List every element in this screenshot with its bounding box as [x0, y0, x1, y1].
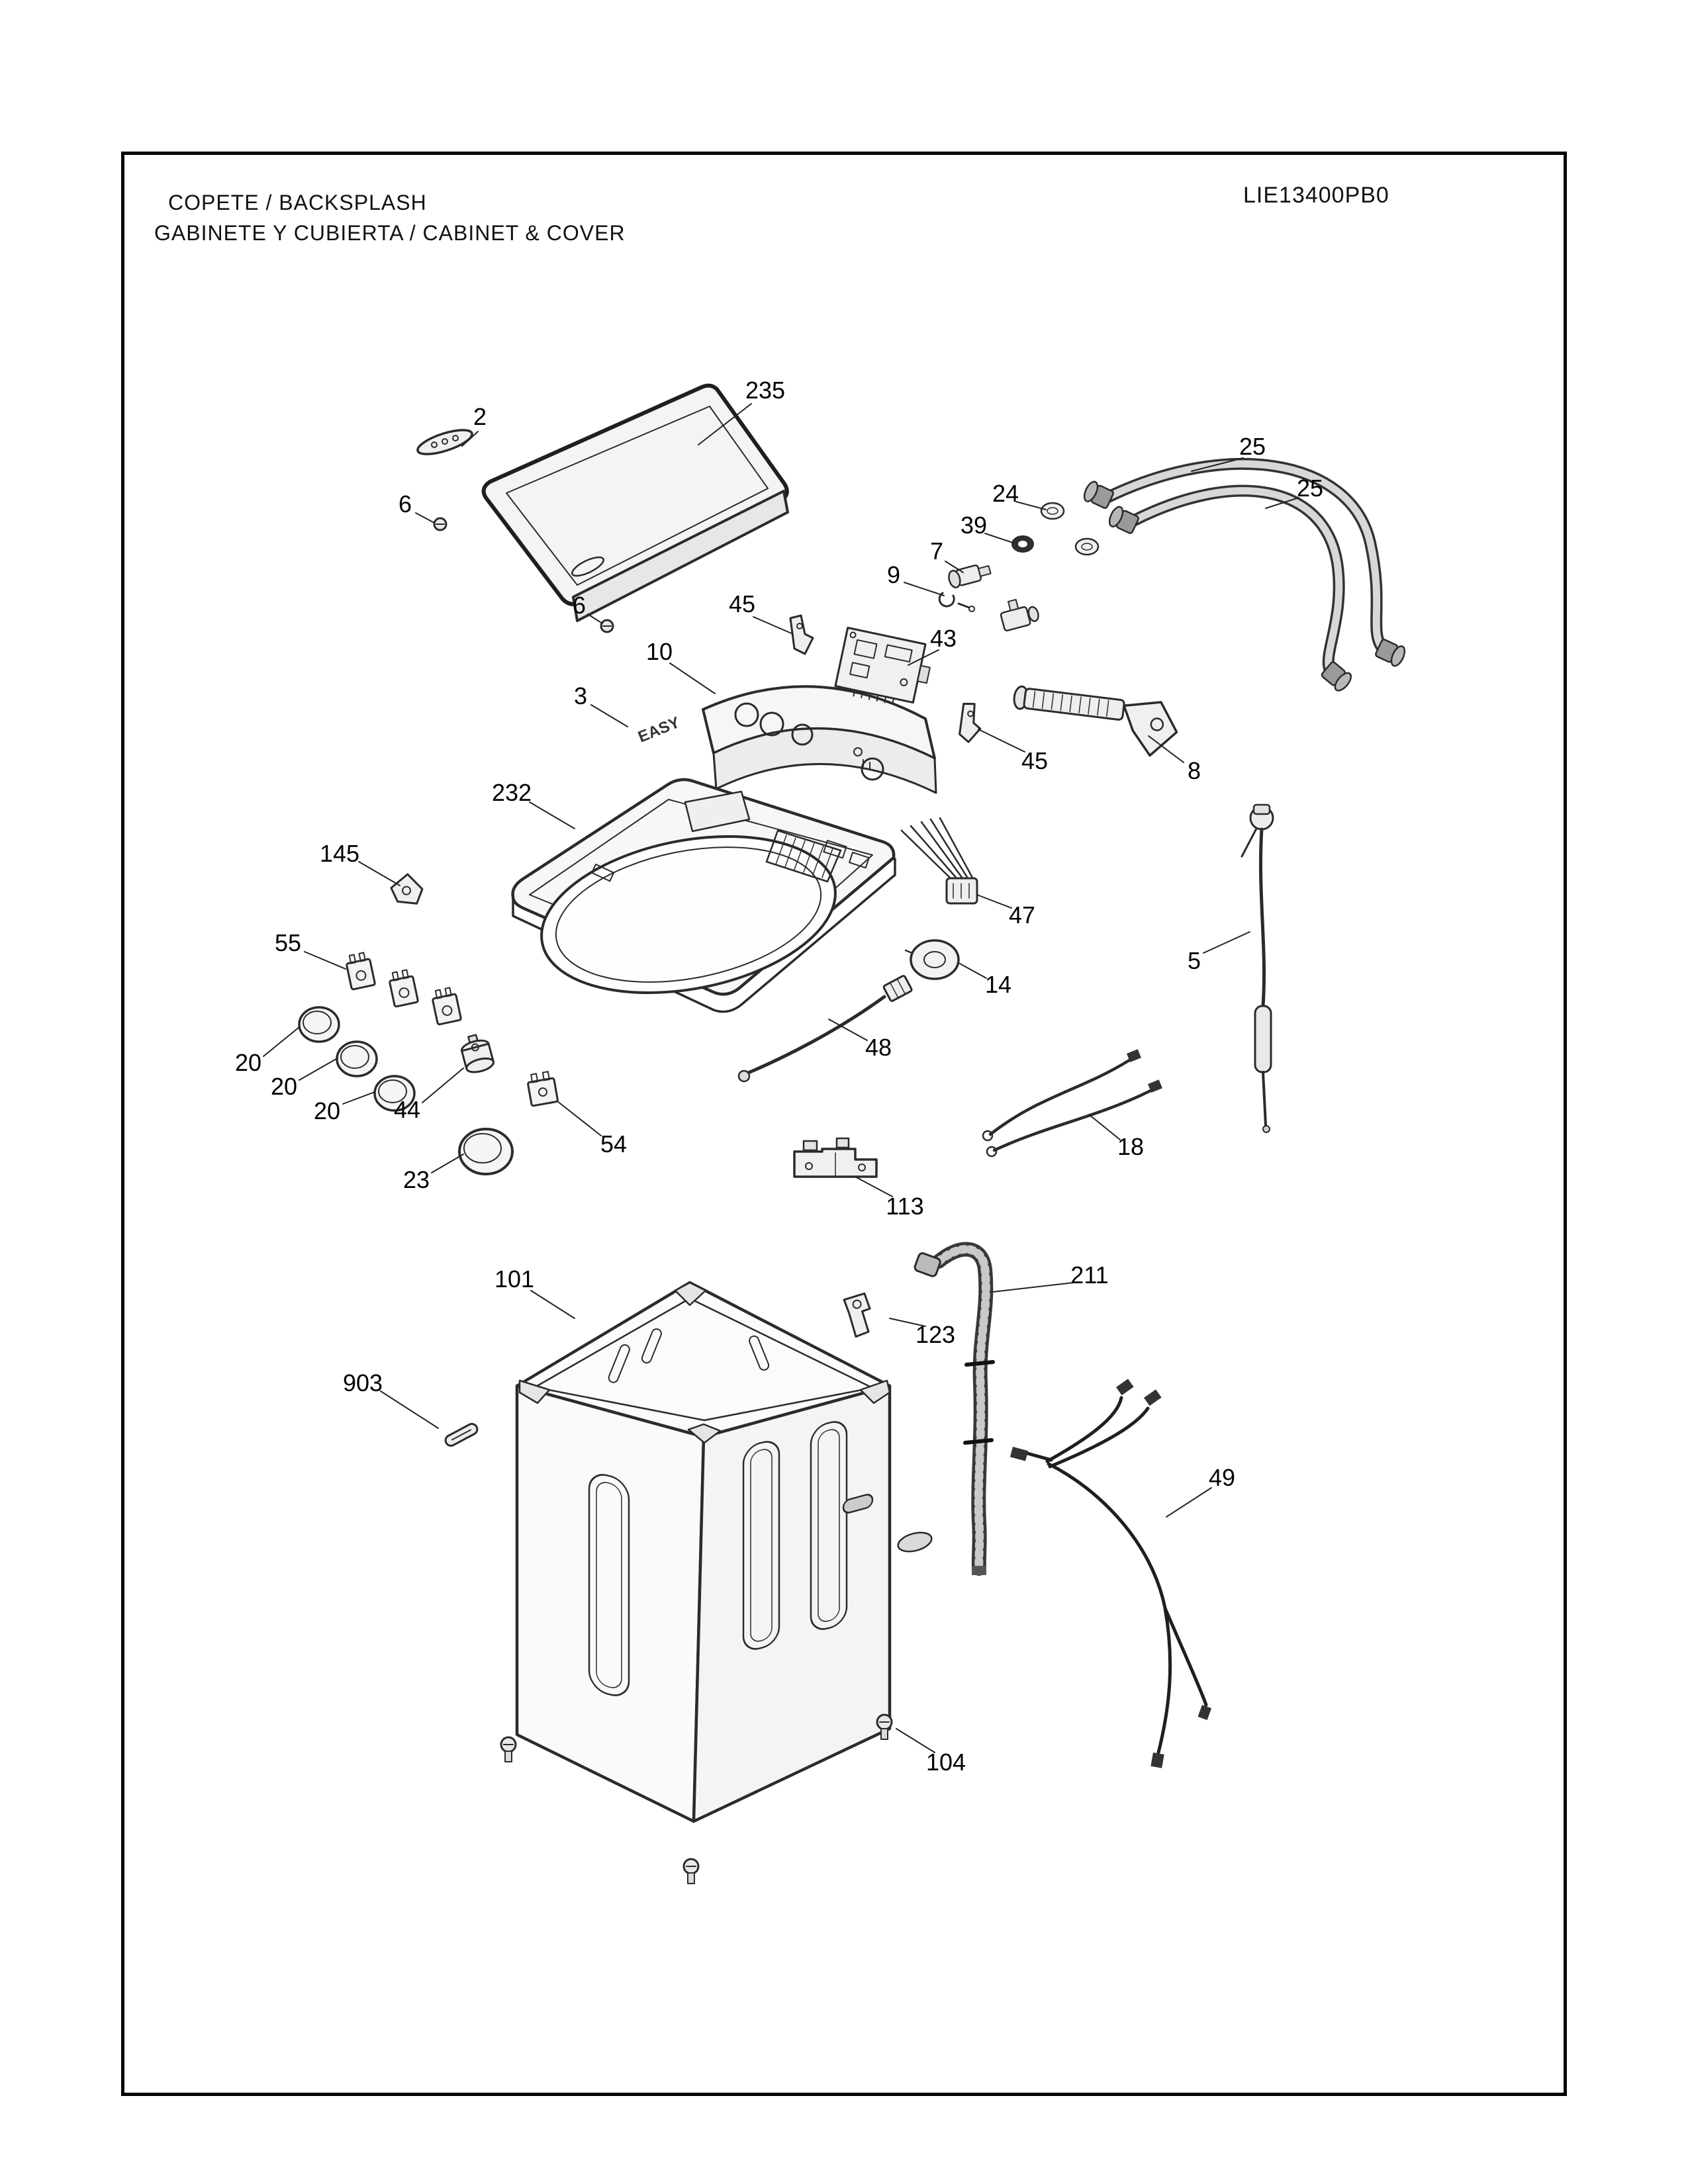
screws-104-graphic: [500, 1713, 893, 1884]
screw-6b: [600, 619, 614, 633]
page-border: [121, 152, 1567, 2096]
inlet-valve-8-graphic: [1013, 685, 1178, 757]
page-subtitle: GABINETE Y CUBIERTA / CABINET & COVER: [154, 221, 626, 245]
knob-14-graphic: [904, 939, 960, 980]
cabinet-101-graphic: [515, 1281, 933, 1823]
harness-48-graphic: [737, 975, 913, 1083]
wire-connector-47-graphic: [900, 817, 978, 905]
pressure-hose-5-graphic: [1241, 803, 1274, 1133]
knobs-20-graphic: [298, 1006, 416, 1112]
document-number: LIE13400PB0: [1243, 183, 1389, 208]
inlet-hoses-25-graphic: [1083, 457, 1406, 692]
valve-cluster-graphic: [938, 502, 1100, 632]
easy-logo-text: EASY: [635, 713, 682, 747]
clip-903-graphic: [444, 1423, 479, 1447]
console-10-graphic: EASY: [635, 685, 937, 794]
screw-6a: [433, 517, 447, 531]
encoder-44-graphic: [460, 1034, 495, 1073]
harness-49-graphic: [1009, 1379, 1212, 1768]
control-board-43-graphic: [834, 627, 931, 705]
lid-lock-113-graphic: [793, 1137, 878, 1178]
knob-23-graphic: [458, 1128, 514, 1175]
drain-hose-211-graphic: [914, 1242, 995, 1576]
lid-235-graphic: [481, 383, 789, 622]
wires-18-graphic: [982, 1049, 1162, 1158]
hinge-plate-2-graphic: [416, 429, 473, 455]
switch-54-graphic: [527, 1071, 559, 1107]
main-top-232-graphic: [511, 778, 896, 1013]
switches-55-graphic: [346, 952, 462, 1026]
page-title: COPETE / BACKSPLASH: [168, 191, 427, 214]
clip-45b: [959, 702, 982, 743]
leader-lines: [263, 403, 1299, 1753]
bracket-145-graphic: [390, 873, 424, 905]
clip-45a: [789, 614, 814, 655]
bracket-123-graphic: [843, 1292, 871, 1338]
